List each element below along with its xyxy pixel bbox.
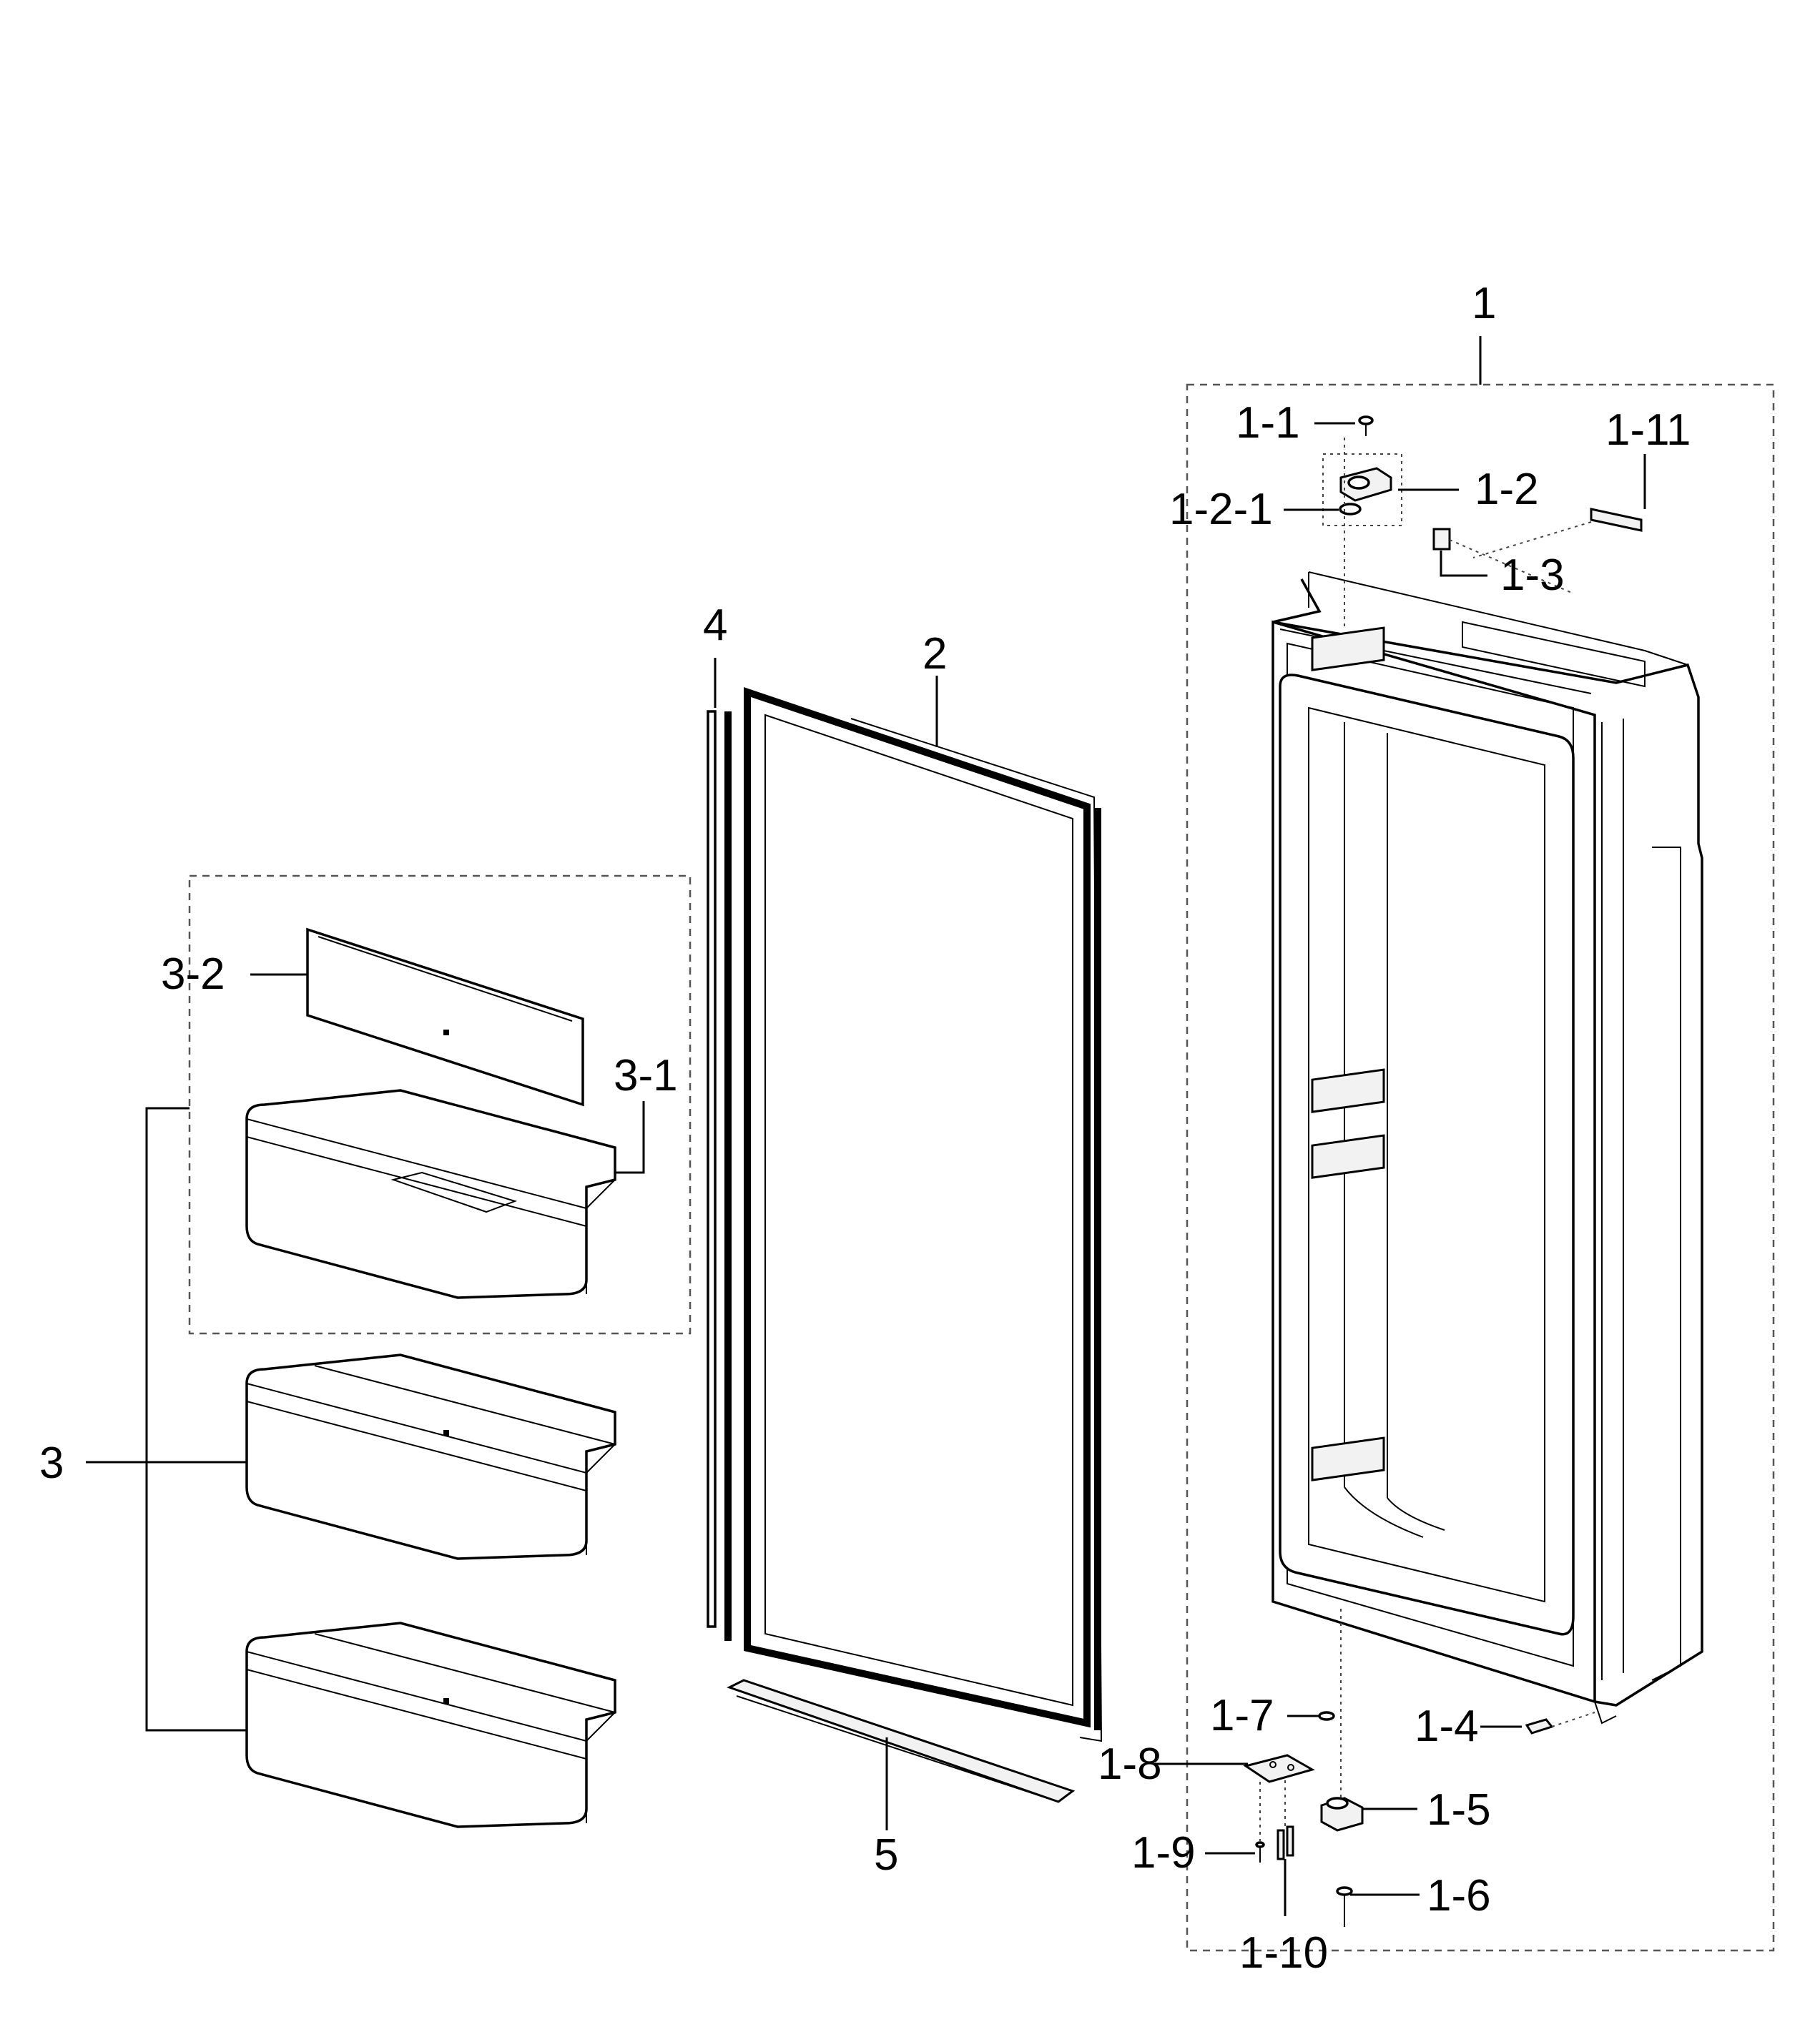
label-1-10: 1-10 — [1239, 1928, 1328, 1978]
part-1-2-1-washer — [1339, 503, 1362, 516]
part-1-8-hinge-plate — [1243, 1754, 1315, 1783]
part-1-3-clip — [1432, 528, 1451, 551]
leader-lines — [86, 336, 1646, 1916]
part-4-strip — [707, 710, 732, 1641]
label-1-6: 1-6 — [1427, 1871, 1491, 1920]
part-1-10-screws — [1277, 1825, 1294, 1860]
label-1: 1 — [1472, 279, 1496, 328]
part-1-7-washer — [1318, 1711, 1335, 1721]
part-1-4-stopper — [1525, 1718, 1554, 1735]
label-1-7: 1-7 — [1210, 1691, 1274, 1740]
door-body — [1271, 571, 1703, 1725]
part-2-gasket — [744, 687, 1103, 1742]
label-1-11: 1-11 — [1605, 405, 1691, 455]
part-1-6-screw — [1336, 1886, 1353, 1927]
part-5-bottom-trim — [727, 1679, 1076, 1803]
label-4: 4 — [703, 601, 727, 650]
label-1-2-1: 1-2-1 — [1169, 485, 1273, 534]
label-1-5: 1-5 — [1427, 1785, 1491, 1835]
part-1-2-upper-hinge — [1339, 467, 1392, 502]
label-1-2: 1-2 — [1475, 465, 1539, 514]
label-1-8: 1-8 — [1098, 1740, 1162, 1789]
part-3-middle-bin — [245, 1353, 616, 1560]
label-1-3: 1-3 — [1500, 551, 1565, 600]
label-5: 5 — [874, 1830, 898, 1880]
label-1-1: 1-1 — [1236, 398, 1300, 448]
part-1-9-screw — [1255, 1841, 1265, 1863]
part-3-1-group-box — [188, 874, 692, 1335]
label-1-9: 1-9 — [1131, 1828, 1196, 1878]
label-3: 3 — [39, 1439, 64, 1488]
part-3-lower-bin — [245, 1622, 616, 1828]
label-1-4: 1-4 — [1415, 1702, 1479, 1751]
label-2: 2 — [923, 629, 947, 679]
part-1-group-box — [1186, 383, 1775, 1952]
label-3-1: 3-1 — [614, 1051, 678, 1100]
part-1-5-lower-hinge-cap — [1320, 1797, 1364, 1832]
part-3-2-bin-cover — [306, 927, 584, 1107]
label-3-2: 3-2 — [161, 950, 225, 999]
part-1-11-plate — [1590, 508, 1643, 532]
part-1-1-screw — [1358, 415, 1374, 436]
part-3-1-upper-bin — [245, 1089, 616, 1299]
